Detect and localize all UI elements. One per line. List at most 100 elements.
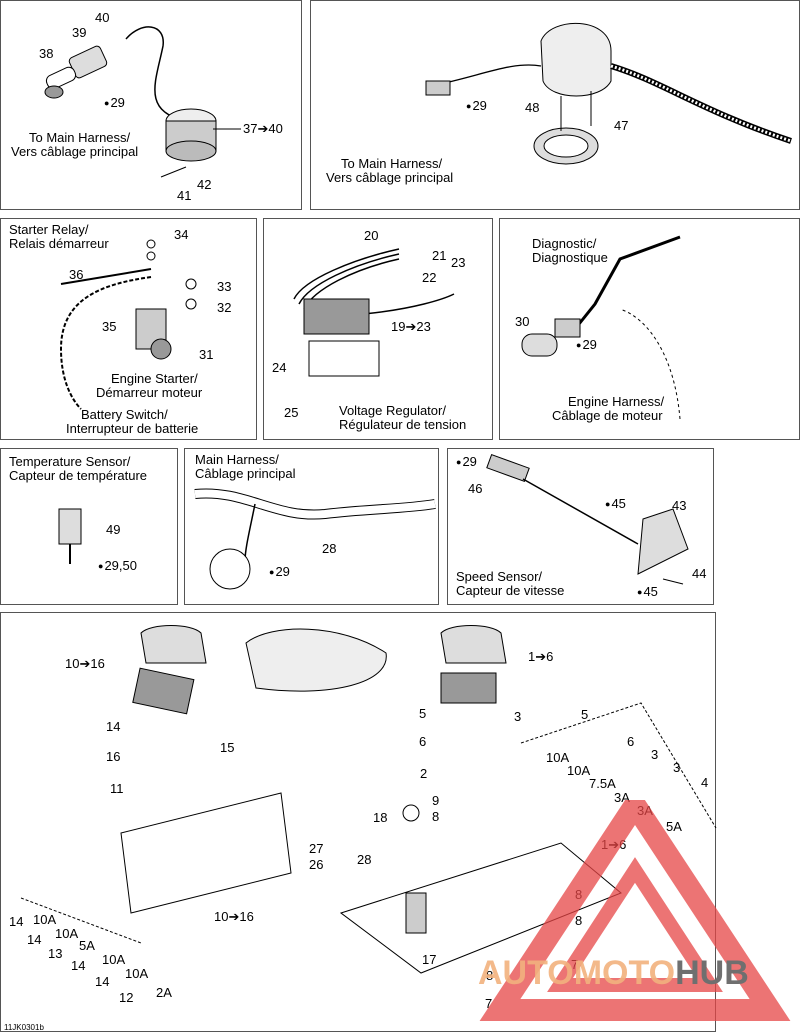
caption-line2: Vers câblage principal — [11, 144, 139, 159]
label-23: 23 — [451, 255, 466, 270]
label-35: 35 — [102, 319, 117, 334]
label-19-23: 19➔23 — [391, 319, 431, 334]
watermark-part3: HUB — [675, 954, 749, 992]
panel-starter-relay: Starter Relay/ Relais démarreur 34 36 33… — [0, 218, 257, 440]
label-31: 31 — [199, 347, 214, 362]
fuse-14-b: 14 — [27, 932, 42, 947]
fuse-3a-b: 3A — [637, 803, 653, 818]
panel-fuel-pump-harness: 29 48 47 To Main Harness/ Vers câblage p… — [310, 0, 800, 210]
fuse-10a-r1: 10A — [546, 750, 570, 765]
fuse-5a-right: 5A — [666, 819, 682, 834]
label-27: 27 — [309, 841, 324, 856]
label-25: 25 — [284, 405, 299, 420]
label-1-6-top: 1➔6 — [528, 649, 554, 664]
label-7-bottom: 7 — [485, 996, 493, 1011]
caption-1: Engine Starter/ — [111, 371, 198, 386]
label-22: 22 — [422, 270, 437, 285]
label-47: 47 — [614, 118, 629, 133]
label-29: 29 — [104, 96, 124, 111]
temp-sensor-illustration — [58, 508, 82, 564]
diagnostic-illustration — [521, 235, 681, 420]
speed-sensor-illustration — [486, 453, 689, 585]
panel-title-2: Capteur de température — [9, 468, 148, 483]
label-26: 26 — [309, 857, 324, 872]
fuse-10a-d: 10A — [125, 966, 149, 981]
fuse-2a: 2A — [156, 985, 172, 1000]
panel-temperature-sensor: Temperature Sensor/ Capteur de températu… — [0, 448, 178, 605]
label-30: 30 — [515, 314, 530, 329]
caption-line1: To Main Harness/ — [29, 130, 131, 145]
fuse-10a-c: 10A — [102, 952, 126, 967]
panel-main-harness: Main Harness/ Câblage principal 28 29 — [184, 448, 439, 605]
label-20: 20 — [364, 228, 379, 243]
label-39: 39 — [72, 25, 87, 40]
label-32: 32 — [217, 300, 232, 315]
caption-2: Démarreur moteur — [96, 385, 203, 400]
caption-1: Speed Sensor/ — [456, 569, 543, 584]
label-44: 44 — [692, 566, 707, 581]
label-15: 15 — [220, 740, 235, 755]
panel-title-1: Starter Relay/ — [9, 222, 89, 237]
fuse-10a-b: 10A — [55, 926, 79, 941]
fuse-6-right: 6 — [627, 734, 635, 749]
label-29: 29 — [456, 455, 476, 470]
label-45-top: 45 — [605, 497, 625, 512]
panel-title-2: Diagnostique — [532, 250, 608, 265]
panel-title-2: Relais démarreur — [9, 236, 109, 251]
fuse-5-right: 5 — [581, 707, 589, 722]
label-18: 18 — [373, 810, 388, 825]
fuse-14-a: 14 — [9, 914, 24, 929]
fuse-3a-a: 3A — [614, 790, 630, 805]
label-8-r1: 8 — [575, 887, 583, 902]
label-2: 2 — [420, 766, 428, 781]
watermark-part2: MOTO — [573, 954, 676, 992]
label-17: 17 — [422, 952, 437, 967]
panel-wiring-connector: 40 39 38 29 To Main Harness/ Vers câblag… — [0, 0, 302, 210]
label-10-16-top: 10➔16 — [65, 656, 105, 671]
label-46: 46 — [468, 481, 483, 496]
panel-title-1: Main Harness/ — [195, 452, 279, 467]
fuse-10a-a: 10A — [33, 912, 57, 927]
label-28: 28 — [322, 541, 337, 556]
pump-illustration — [425, 22, 792, 165]
fuse-3-right-a: 3 — [651, 747, 659, 762]
panel-speed-sensor: 29 46 45 43 44 45 Speed Sensor/ Capteur … — [447, 448, 714, 605]
label-43: 43 — [672, 498, 687, 513]
caption-1: Engine Harness/ — [568, 394, 665, 409]
watermark-text: AUTOMOTOHUB — [478, 956, 749, 990]
fuse-5a: 5A — [79, 938, 95, 953]
regulator-illustration — [293, 248, 455, 377]
fuse-14-d: 14 — [95, 974, 110, 989]
fuse-4: 4 — [701, 775, 709, 790]
label-24: 24 — [272, 360, 287, 375]
label-14: 14 — [106, 719, 121, 734]
label-8-mid: 8 — [432, 809, 440, 824]
caption-2: Régulateur de tension — [339, 417, 467, 432]
label-36: 36 — [69, 267, 84, 282]
caption-4: Interrupteur de batterie — [66, 421, 199, 436]
fuse-7-5a: 7.5A — [589, 776, 616, 791]
label-5-left: 5 — [419, 706, 427, 721]
fuse-14-c: 14 — [71, 958, 86, 973]
label-42: 42 — [197, 177, 212, 192]
label-29: 29 — [269, 565, 289, 580]
fuse-13: 13 — [48, 946, 63, 961]
caption-line1: To Main Harness/ — [341, 156, 443, 171]
label-48: 48 — [525, 100, 540, 115]
panel-title-1: Temperature Sensor/ — [9, 454, 131, 469]
label-11: 11 — [110, 781, 124, 796]
connector-illustration — [44, 26, 241, 178]
panel-diagnostic: Diagnostic/ Diagnostique 30 29 Engine Ha… — [499, 218, 800, 440]
label-29: 29 — [466, 99, 486, 114]
label-40: 40 — [95, 10, 110, 25]
label-49: 49 — [106, 522, 121, 537]
figure-reference: 11JK0301b — [4, 1023, 44, 1032]
label-38: 38 — [39, 46, 54, 61]
label-8-r2: 8 — [575, 913, 583, 928]
label-41: 41 — [177, 188, 192, 203]
label-33: 33 — [217, 279, 232, 294]
fuse-3-right-b: 3 — [673, 760, 681, 775]
caption-1: Voltage Regulator/ — [339, 403, 446, 418]
panel-title-2: Câblage principal — [195, 466, 296, 481]
harness-illustration — [194, 488, 436, 590]
